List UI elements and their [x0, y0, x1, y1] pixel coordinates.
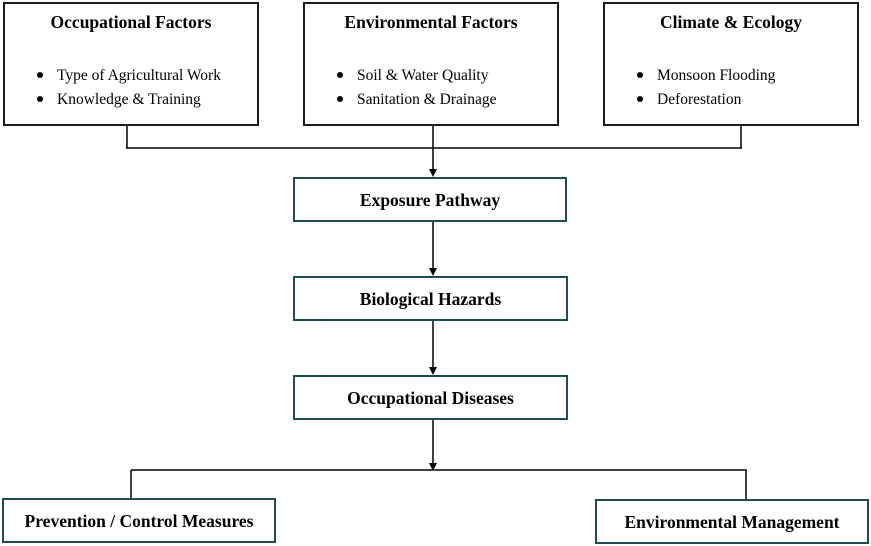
prevention-control-label: Prevention / Control Measures — [24, 511, 254, 531]
prevention-control-box: Prevention / Control Measures — [2, 498, 276, 543]
climate-ecology-box: Climate & Ecology Monsoon Flooding Defor… — [603, 2, 859, 126]
occupational-factors-title: Occupational Factors — [50, 12, 212, 32]
environmental-management-box: Environmental Management — [595, 499, 869, 544]
list-item: Soil & Water Quality — [335, 64, 496, 88]
biological-hazards-label: Biological Hazards — [359, 289, 502, 309]
occupational-diseases-box: Occupational Diseases — [293, 375, 568, 420]
biological-hazards-box: Biological Hazards — [293, 276, 568, 321]
occupational-factors-box: Occupational Factors Type of Agricultura… — [3, 2, 259, 126]
bullet-icon — [637, 72, 643, 78]
bullet-icon — [637, 95, 643, 102]
bullet-icon — [337, 72, 343, 78]
environmental-factors-list: Soil & Water Quality Sanitation & Draina… — [335, 64, 496, 111]
list-item: Sanitation & Drainage — [335, 88, 496, 112]
environmental-factors-box: Environmental Factors Soil & Water Quali… — [303, 2, 559, 126]
environmental-factors-title: Environmental Factors — [344, 12, 518, 32]
environmental-management-label: Environmental Management — [624, 512, 840, 532]
list-item: Monsoon Flooding — [635, 64, 775, 88]
exposure-pathway-label: Exposure Pathway — [359, 190, 501, 210]
occupational-factors-list: Type of Agricultural Work Knowledge & Tr… — [35, 64, 221, 111]
list-item: Knowledge & Training — [35, 88, 221, 112]
climate-ecology-list: Monsoon Flooding Deforestation — [635, 64, 775, 111]
exposure-pathway-box: Exposure Pathway — [293, 177, 567, 222]
climate-ecology-title: Climate & Ecology — [660, 12, 802, 32]
list-item: Deforestation — [635, 88, 775, 112]
bullet-icon — [37, 72, 43, 78]
bullet-icon — [337, 95, 343, 102]
bullet-icon — [37, 95, 43, 102]
list-item: Type of Agricultural Work — [35, 64, 221, 88]
occupational-diseases-label: Occupational Diseases — [347, 388, 514, 408]
